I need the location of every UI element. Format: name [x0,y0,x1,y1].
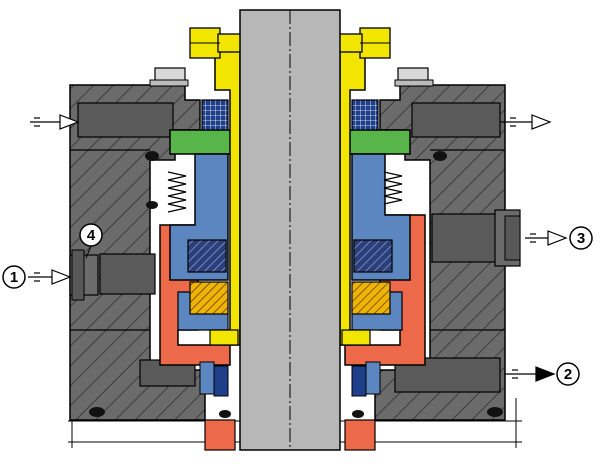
bushing-left [201,99,229,131]
set-screw-left [189,27,247,59]
shaft [239,9,341,451]
port-1-fitting [69,249,99,301]
seat-ring-right [351,281,391,315]
spring [167,171,403,213]
callout-3-label: 3 [577,230,585,247]
green-flange-left [169,129,233,155]
right-housing [352,84,506,421]
green-flange-right [347,129,411,155]
callout-4: 4 [79,223,103,259]
callout-2: 2 [556,362,580,386]
flow-arrows [28,114,568,382]
bushing-right [351,99,379,131]
set-screw-right [333,27,391,59]
seal-face-right [353,239,393,273]
seal-face-left [187,239,227,273]
callout-1: 1 [2,265,26,289]
port-3-fitting [494,209,521,267]
callout-3: 3 [569,226,593,250]
callout-2-label: 2 [564,366,572,383]
callout-4-label: 4 [87,227,96,244]
cap-screw-left [149,67,189,87]
seat-ring-left [189,281,229,315]
left-housing [69,84,231,421]
lower-bearing-left [199,361,229,410]
cap-screw-right [394,67,434,87]
lower-bearing-right [351,361,381,410]
callout-1-label: 1 [10,269,18,286]
